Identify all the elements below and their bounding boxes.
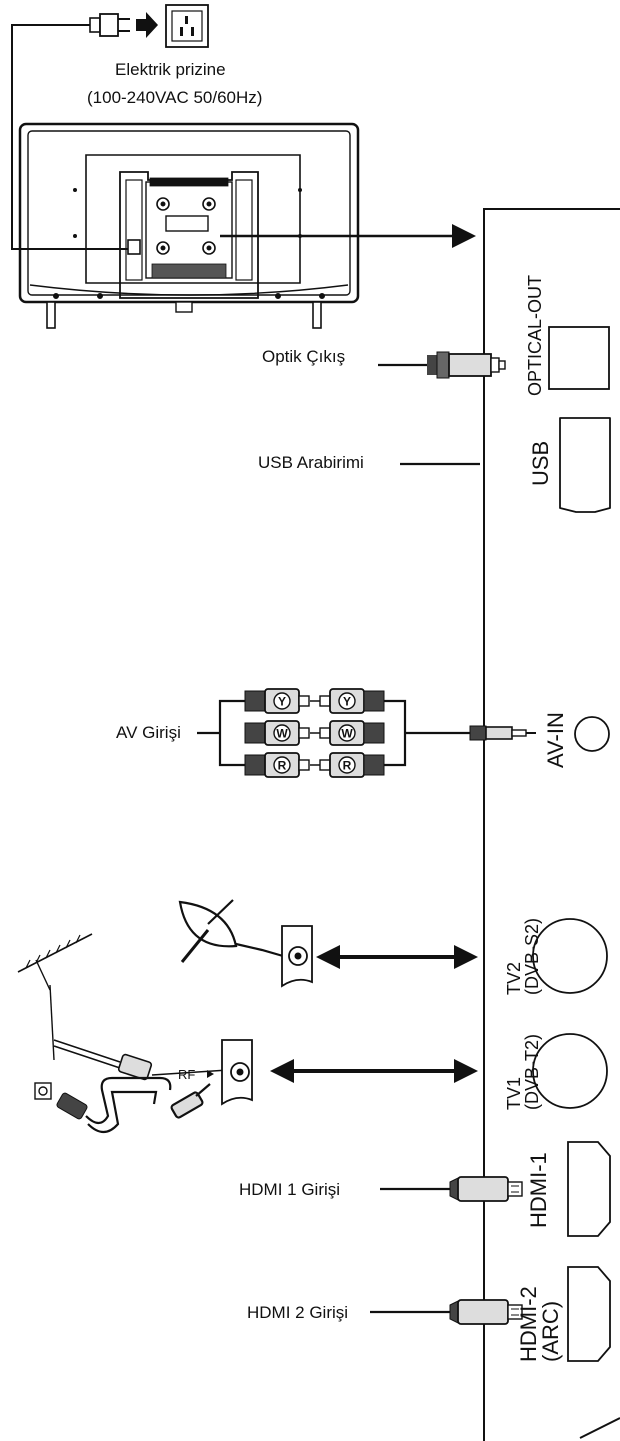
av-in-port[interactable] — [574, 716, 610, 752]
hdmi-1-port-label: HDMI-1 — [526, 1152, 551, 1228]
tv2-port-label-line1: TV2 — [504, 961, 524, 995]
power-cable — [11, 24, 130, 250]
rf-label: RF — [178, 1067, 195, 1082]
tv1-port-label: TV1 (DVB-T2) — [504, 1034, 542, 1110]
av-cable-assembly — [197, 699, 470, 767]
plug-letter-w-right: W — [341, 727, 353, 741]
hdmi-1-port[interactable] — [567, 1141, 611, 1237]
tv1-port-label-line2: (DVB-T2) — [522, 1034, 542, 1110]
hdmi-2-port-label: HDMI-2 (ARC) — [516, 1286, 563, 1362]
plug-letter-w-left: W — [276, 727, 288, 741]
av-plug-letter-badges — [273, 692, 356, 774]
plug-letter-y-left: Y — [278, 695, 286, 709]
av-plug-letters: Y Y W W R R — [276, 695, 353, 773]
tv1-wall-socket — [221, 1039, 253, 1106]
tv-to-panel-arrow — [220, 224, 476, 248]
tv2-port-label: TV2 (DVB-S2) — [504, 917, 542, 995]
connector-panel — [483, 208, 620, 1441]
usb-port[interactable] — [559, 417, 611, 513]
plug-letter-y-right: Y — [343, 695, 351, 709]
wall-antenna-socket — [34, 1082, 88, 1120]
tv2-wall-socket — [281, 925, 313, 988]
plug-letter-r-left: R — [278, 759, 287, 773]
tv1-double-arrow — [270, 1059, 478, 1083]
av-jack-plug — [469, 725, 536, 741]
power-voltage-label: (100-240VAC 50/60Hz) — [87, 88, 263, 107]
wall-outlet-icon — [165, 4, 209, 48]
av-device-label: AV Girişi — [116, 723, 181, 742]
av-in-port-label: AV-IN — [543, 712, 568, 768]
optical-device-label: Optik Çıkış — [262, 347, 346, 366]
rf-loop-cable — [85, 1076, 211, 1134]
hdmi-1-cable — [380, 1176, 523, 1202]
satellite-dish-icon — [178, 899, 284, 963]
antenna-plug — [117, 1053, 229, 1081]
tv-back-illustration — [18, 122, 360, 329]
hdmi-2-port[interactable] — [567, 1266, 611, 1362]
tv2-port-label-line2: (DVB-S2) — [522, 917, 542, 995]
power-outlet-label: Elektrik prizine — [115, 60, 226, 79]
optical-cable — [378, 351, 506, 379]
rf-pointer-icon — [207, 1070, 214, 1078]
tv2-double-arrow — [316, 945, 478, 969]
optical-out-port-label: OPTICAL-OUT — [525, 274, 545, 396]
tv1-port-label-line1: TV1 — [504, 1076, 524, 1110]
hdmi-2-cable — [370, 1299, 523, 1325]
antenna-icon — [17, 933, 93, 1061]
plug-letter-r-right: R — [343, 759, 352, 773]
optical-out-port[interactable] — [548, 326, 610, 390]
antenna-cable — [53, 1039, 121, 1069]
av-left-plugs — [244, 688, 310, 778]
hdmi-1-device-label: HDMI 1 Girişi — [239, 1180, 341, 1199]
hdmi-2-port-label-line2: (ARC) — [538, 1300, 563, 1362]
usb-port-label: USB — [528, 440, 553, 486]
usb-device-label: USB Arabirimi — [258, 453, 364, 472]
hdmi-2-device-label: HDMI 2 Girişi — [247, 1303, 349, 1322]
tv1-port[interactable] — [532, 1033, 608, 1109]
power-plug-icon — [89, 13, 130, 37]
hdmi-2-port-label-line1: HDMI-2 — [516, 1286, 541, 1362]
arrow-right-icon — [136, 12, 158, 38]
tv2-port[interactable] — [532, 918, 608, 994]
